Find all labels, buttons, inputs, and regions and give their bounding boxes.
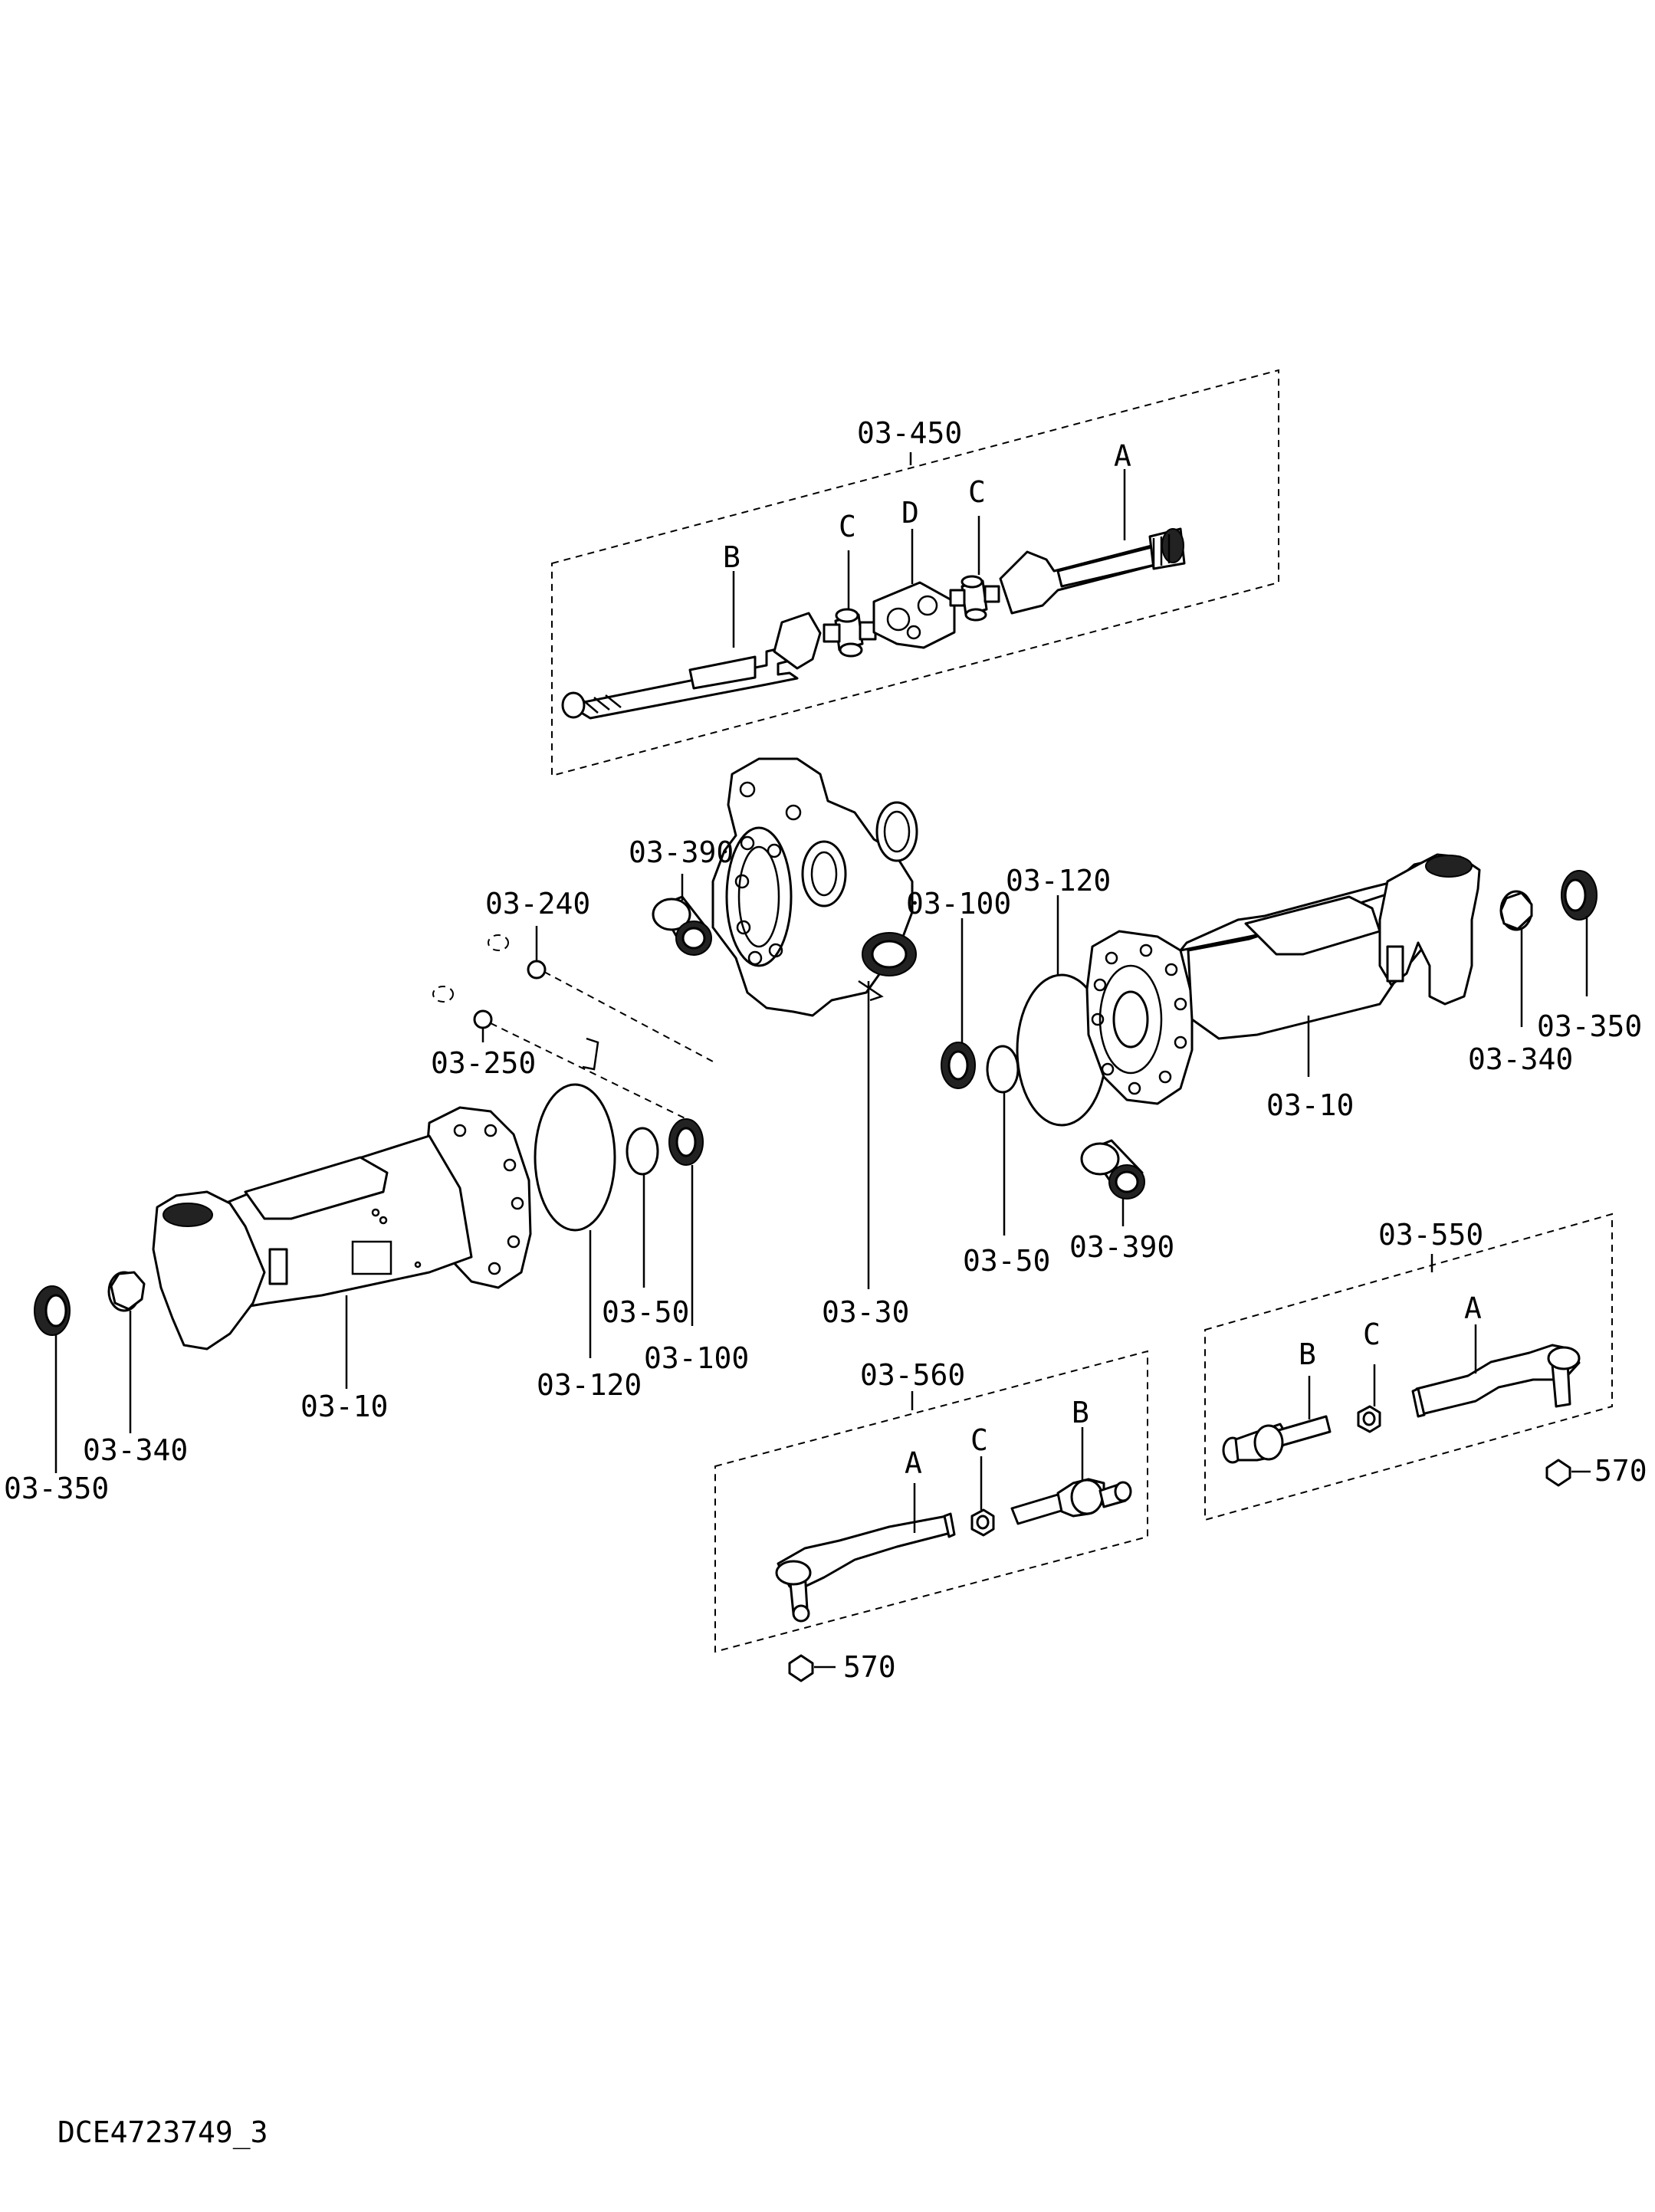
callout-03-340-left: 03-340 [83,1433,188,1467]
group-label-03-450: 03-450 [857,416,962,450]
universal-joint-cross-c1 [823,608,877,658]
part-label-tie-rod-right-b: B [1299,1337,1316,1371]
group-boundary-03-550 [1204,1213,1613,1521]
callout-03-10-left: 03-10 [300,1390,388,1423]
o-ring-03-50-left [626,1127,659,1176]
seal-03-350-right [1561,870,1598,921]
seal-03-350-left [34,1285,71,1336]
bushing-03-340-right [1499,890,1533,931]
bushing-03-390-top [652,895,712,956]
callout-03-30: 03-30 [822,1295,909,1329]
callout-570-left: 570 [843,1650,896,1684]
seal-03-100-top [941,1042,976,1089]
part-label-tie-rod-left-c: C [970,1423,988,1457]
part-label-drive-shaft-a: A [1114,439,1131,473]
shaft-b [561,612,822,720]
part-label-drive-shaft-b: B [723,540,740,574]
nut-570-right [1545,1459,1571,1487]
nut-570-left [788,1654,814,1682]
callout-03-240: 03-240 [485,887,590,921]
axle-housing-03-10-right [1085,853,1481,1105]
bushing-03-340-left [107,1271,146,1312]
part-label-drive-shaft-d: D [901,496,919,530]
callout-03-350-left: 03-350 [4,1472,109,1505]
part-label-tie-rod-left-b: B [1072,1396,1089,1429]
axle-housing-03-10-left [152,1106,532,1351]
part-label-drive-shaft-c1: C [839,510,856,543]
tie-rod-end-a-left [775,1512,956,1623]
group-label-03-550: 03-550 [1378,1218,1483,1252]
tie-rod-inner-b [1222,1415,1332,1464]
callout-03-120-top: 03-120 [1006,864,1111,898]
callout-03-10-right: 03-10 [1266,1088,1354,1122]
callout-03-340-right: 03-340 [1468,1042,1573,1076]
part-label-drive-shaft-c2: C [968,475,986,509]
group-tie-rod-03-550: 03-550 B C A [1204,1213,1613,1521]
callout-03-50-left: 03-50 [602,1295,689,1329]
tie-rod-inner-b-left [1010,1478,1132,1525]
group-tie-rod-03-560: 03-560 A C B [714,1350,1148,1653]
seal-03-100-bottom [668,1118,704,1166]
callout-03-390-top: 03-390 [629,835,734,869]
callout-03-100-top: 03-100 [906,887,1011,921]
callout-03-390-bottom: 03-390 [1069,1230,1174,1264]
document-id: DCE4723749_3 [57,2115,268,2150]
double-yoke-coupler-d [872,581,956,649]
bushing-03-390-bottom [1080,1139,1145,1200]
part-label-tie-rod-left-a: A [905,1446,922,1480]
callout-03-250: 03-250 [431,1046,536,1080]
tie-rod-end-a-right [1411,1344,1581,1418]
shaft-a [999,527,1186,615]
callout-03-100-bottom: 03-100 [644,1341,749,1375]
part-label-tie-rod-right-c: C [1363,1318,1381,1351]
screw-03-250 [432,986,493,1029]
callout-03-350-right: 03-350 [1537,1009,1642,1043]
nut-c-right [1357,1405,1381,1433]
callout-03-50-right: 03-50 [963,1244,1050,1278]
nut-c-left [970,1508,995,1537]
o-ring-03-50-right [986,1045,1020,1094]
universal-joint-cross-c2 [949,575,1000,622]
group-boundary-03-560 [714,1350,1148,1653]
part-label-tie-rod-right-a: A [1464,1291,1482,1325]
differential-housing-03-30 [711,757,918,1017]
gasket-03-120-bottom [534,1083,616,1232]
callout-570-right: 570 [1594,1454,1647,1488]
group-label-03-560: 03-560 [860,1358,965,1392]
group-drive-shaft-03-450: 03-450 B C D [551,369,1279,777]
callout-03-120-bottom: 03-120 [537,1368,642,1402]
